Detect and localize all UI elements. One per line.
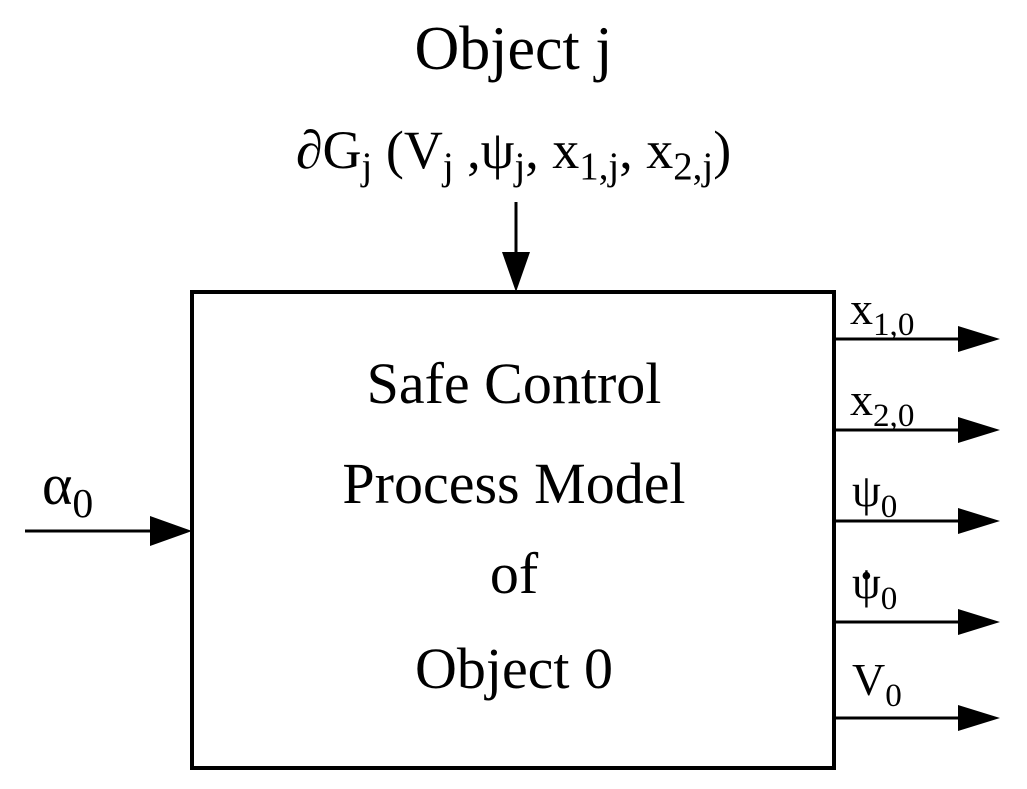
g-symbol: G: [322, 120, 362, 180]
output-psidot0-subscript: 0: [880, 579, 898, 617]
output-arrow-psidot0-head: [958, 609, 1000, 635]
object-j-title-text: Object j: [414, 15, 613, 83]
output-psi0-symbol: ψ: [852, 465, 881, 516]
x2-subscript: 2,j: [673, 144, 714, 188]
output-x20-subscript: 2,0: [873, 396, 915, 434]
output-v0-subscript: 0: [885, 676, 902, 714]
output-psidot0-dot: •: [860, 557, 873, 594]
alpha-subscript: 0: [72, 481, 94, 528]
block-line-3: of: [489, 541, 539, 606]
output-arrow-psi0-head: [958, 508, 1000, 534]
psi-symbol: ψ: [480, 120, 515, 180]
output-label-psi0: ψ0: [852, 465, 897, 523]
v-subscript: j: [442, 144, 454, 188]
output-arrow-v0-head: [958, 705, 1000, 731]
alpha-input-arrowhead: [150, 516, 192, 546]
output-psi0-subscript: 0: [880, 487, 898, 525]
output-psidot0-symbol: ψ: [852, 557, 881, 608]
x1-symbol: x: [552, 120, 580, 180]
output-x10-subscript: 1,0: [873, 305, 915, 343]
partial-symbol: ∂: [295, 120, 323, 180]
object-j-boundary-expression: ∂Gj (Vj ,ψj, x1,j, x2,j): [0, 120, 1027, 186]
comma-2: ,: [525, 120, 553, 180]
output-label-psidot0: •ψ0: [852, 557, 897, 614]
psi-subscript: j: [514, 144, 526, 188]
alpha-input-label: α0: [42, 456, 93, 526]
output-x10-symbol: x: [850, 283, 873, 334]
alpha-symbol: α: [42, 452, 73, 517]
object-j-arrowhead: [502, 252, 530, 292]
comma-1: ,: [453, 120, 481, 180]
block-line-2: Process Model: [342, 451, 686, 516]
comma-3: ,: [619, 120, 647, 180]
output-label-x20: x2,0: [850, 374, 914, 432]
output-psidot0-symbol-wrap: •ψ: [852, 557, 881, 608]
output-v0-symbol: V: [852, 654, 886, 705]
close-paren: ): [713, 120, 732, 180]
output-arrow-x10-head: [958, 326, 1000, 352]
g-subscript: j: [361, 144, 373, 188]
block-line-4: Object 0: [414, 636, 614, 701]
process-model-block: [190, 290, 836, 770]
open-paren: (: [372, 120, 404, 180]
output-label-v0: V0: [852, 654, 902, 712]
v-symbol: V: [403, 120, 443, 180]
x2-symbol: x: [646, 120, 674, 180]
x1-subscript: 1,j: [579, 144, 620, 188]
output-x20-symbol: x: [850, 374, 873, 425]
output-arrow-x20-head: [958, 417, 1000, 443]
output-label-x10: x1,0: [850, 283, 914, 341]
block-line-1: Safe Control: [366, 351, 662, 416]
object-j-title: Object j: [0, 18, 1027, 80]
